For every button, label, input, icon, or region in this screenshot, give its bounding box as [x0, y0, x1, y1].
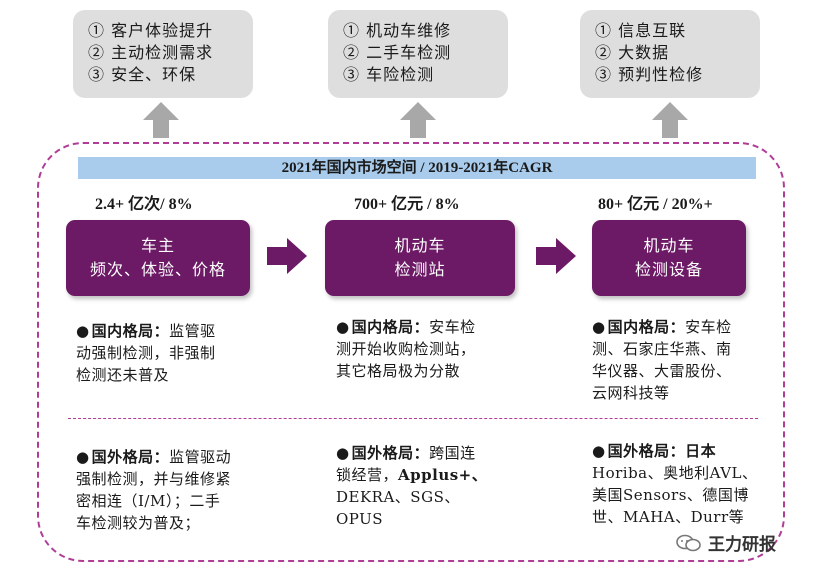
node-equipment: 机动车 检测设备 — [592, 220, 746, 296]
para-text: 监管驱 — [169, 322, 216, 340]
node-label: 车主 频次、体验、价格 — [89, 236, 226, 279]
para-text: 跨国连 — [429, 444, 476, 462]
para-text: 监管驱动 — [169, 448, 232, 466]
para-head: 国外格局： — [351, 444, 430, 462]
node-label: 机动车 检测站 — [394, 236, 446, 279]
driver-line: ① 信息互联 — [595, 21, 687, 40]
market-frame — [37, 142, 785, 562]
para-strong: 日本 — [685, 442, 717, 460]
right-arrow-icon — [536, 238, 576, 274]
watermark-text: 王力研报 — [708, 535, 776, 555]
bullet-icon: ● — [76, 322, 90, 340]
para-text: 华仪器、大雷股份、 — [592, 362, 732, 380]
para-text: 其它格局极为分散 — [336, 362, 461, 380]
watermark: 王力研报 — [676, 530, 776, 555]
node-label: 机动车 检测设备 — [634, 236, 703, 279]
para-text: 测开始收购检测站， — [336, 340, 476, 358]
bullet-icon: ● — [592, 442, 606, 460]
driver-line: ③ 安全、环保 — [88, 65, 197, 84]
domestic-equipment: ●国内格局：安车检 测、石家庄华燕、南 华仪器、大雷股份、 云网科技等 — [592, 316, 732, 404]
para-text: 安车检 — [429, 318, 476, 336]
para-text: 强制检测，并与维修紧 — [76, 470, 232, 488]
foreign-equipment: ●国外格局：日本 Horiba、奥地利AVL、 美国Sensors、德国博 世、… — [592, 440, 758, 528]
section-divider — [68, 418, 758, 419]
driver-line: ③ 车险检测 — [343, 65, 435, 84]
foreign-station: ●国外格局：跨国连 锁经营，Applus+、 DEKRA、SGS、 OPUS — [336, 442, 487, 530]
driver-line: ① 机动车维修 — [343, 21, 452, 40]
para-text: 测、石家庄华燕、南 — [592, 340, 732, 358]
para-head: 国外格局： — [607, 442, 686, 460]
market-band-title: 2021年国内市场空间 / 2019-2021年CAGR — [78, 157, 756, 179]
para-text: 检测还未普及 — [76, 366, 170, 384]
driver-line: ② 二手车检测 — [343, 43, 452, 62]
driver-line: ② 主动检测需求 — [88, 43, 214, 62]
driver-box-equipment: ① 信息互联 ② 大数据 ③ 预判性检修 — [580, 10, 760, 98]
driver-line: ① 客户体验提升 — [88, 21, 214, 40]
metric-equipment: 80+ 亿元 / 20%+ — [598, 196, 713, 213]
up-arrow-icon — [143, 102, 179, 138]
bullet-icon: ● — [592, 318, 606, 336]
para-text: DEKRA、SGS、 — [336, 488, 460, 506]
metric-station: 700+ 亿元 / 8% — [354, 196, 460, 213]
driver-box-station: ① 机动车维修 ② 二手车检测 ③ 车险检测 — [328, 10, 508, 98]
foreign-owner: ●国外格局：监管驱动 强制检测，并与维修紧 密相连（I/M）；二手 车检测较为普… — [76, 446, 231, 534]
domestic-station: ●国内格局：安车检 测开始收购检测站， 其它格局极为分散 — [336, 316, 476, 382]
bullet-icon: ● — [336, 318, 350, 336]
para-head: 国外格局： — [91, 448, 170, 466]
para-text: 美国Sensors、德国博 — [592, 486, 749, 504]
bullet-icon: ● — [76, 448, 90, 466]
up-arrow-icon — [400, 102, 436, 138]
para-text: 云网科技等 — [592, 384, 670, 402]
right-arrow-icon — [267, 238, 307, 274]
driver-line: ② 大数据 — [595, 43, 670, 62]
para-head: 国内格局： — [607, 318, 686, 336]
para-head: 国内格局： — [91, 322, 170, 340]
domestic-owner: ●国内格局：监管驱 动强制检测，非强制 检测还未普及 — [76, 320, 216, 386]
node-owner: 车主 频次、体验、价格 — [66, 220, 250, 296]
metric-owner: 2.4+ 亿次/ 8% — [95, 196, 193, 213]
bullet-icon: ● — [336, 444, 350, 462]
para-text: 锁经营， — [336, 466, 399, 484]
para-text: 动强制检测，非强制 — [76, 344, 216, 362]
wechat-icon — [676, 534, 701, 551]
up-arrow-icon — [652, 102, 688, 138]
para-text: OPUS — [336, 510, 384, 528]
driver-box-owner: ① 客户体验提升 ② 主动检测需求 ③ 安全、环保 — [73, 10, 253, 98]
para-text: 密相连（I/M）；二手 — [76, 492, 221, 510]
node-station: 机动车 检测站 — [325, 220, 515, 296]
para-text: Horiba、奥地利AVL、 — [592, 464, 758, 482]
driver-line: ③ 预判性检修 — [595, 65, 704, 84]
para-text: 世、MAHA、Durr等 — [592, 508, 745, 526]
para-text: 安车检 — [685, 318, 732, 336]
para-text: 车检测较为普及； — [76, 514, 201, 532]
para-head: 国内格局： — [351, 318, 430, 336]
para-strong: Applus+、 — [398, 466, 488, 484]
